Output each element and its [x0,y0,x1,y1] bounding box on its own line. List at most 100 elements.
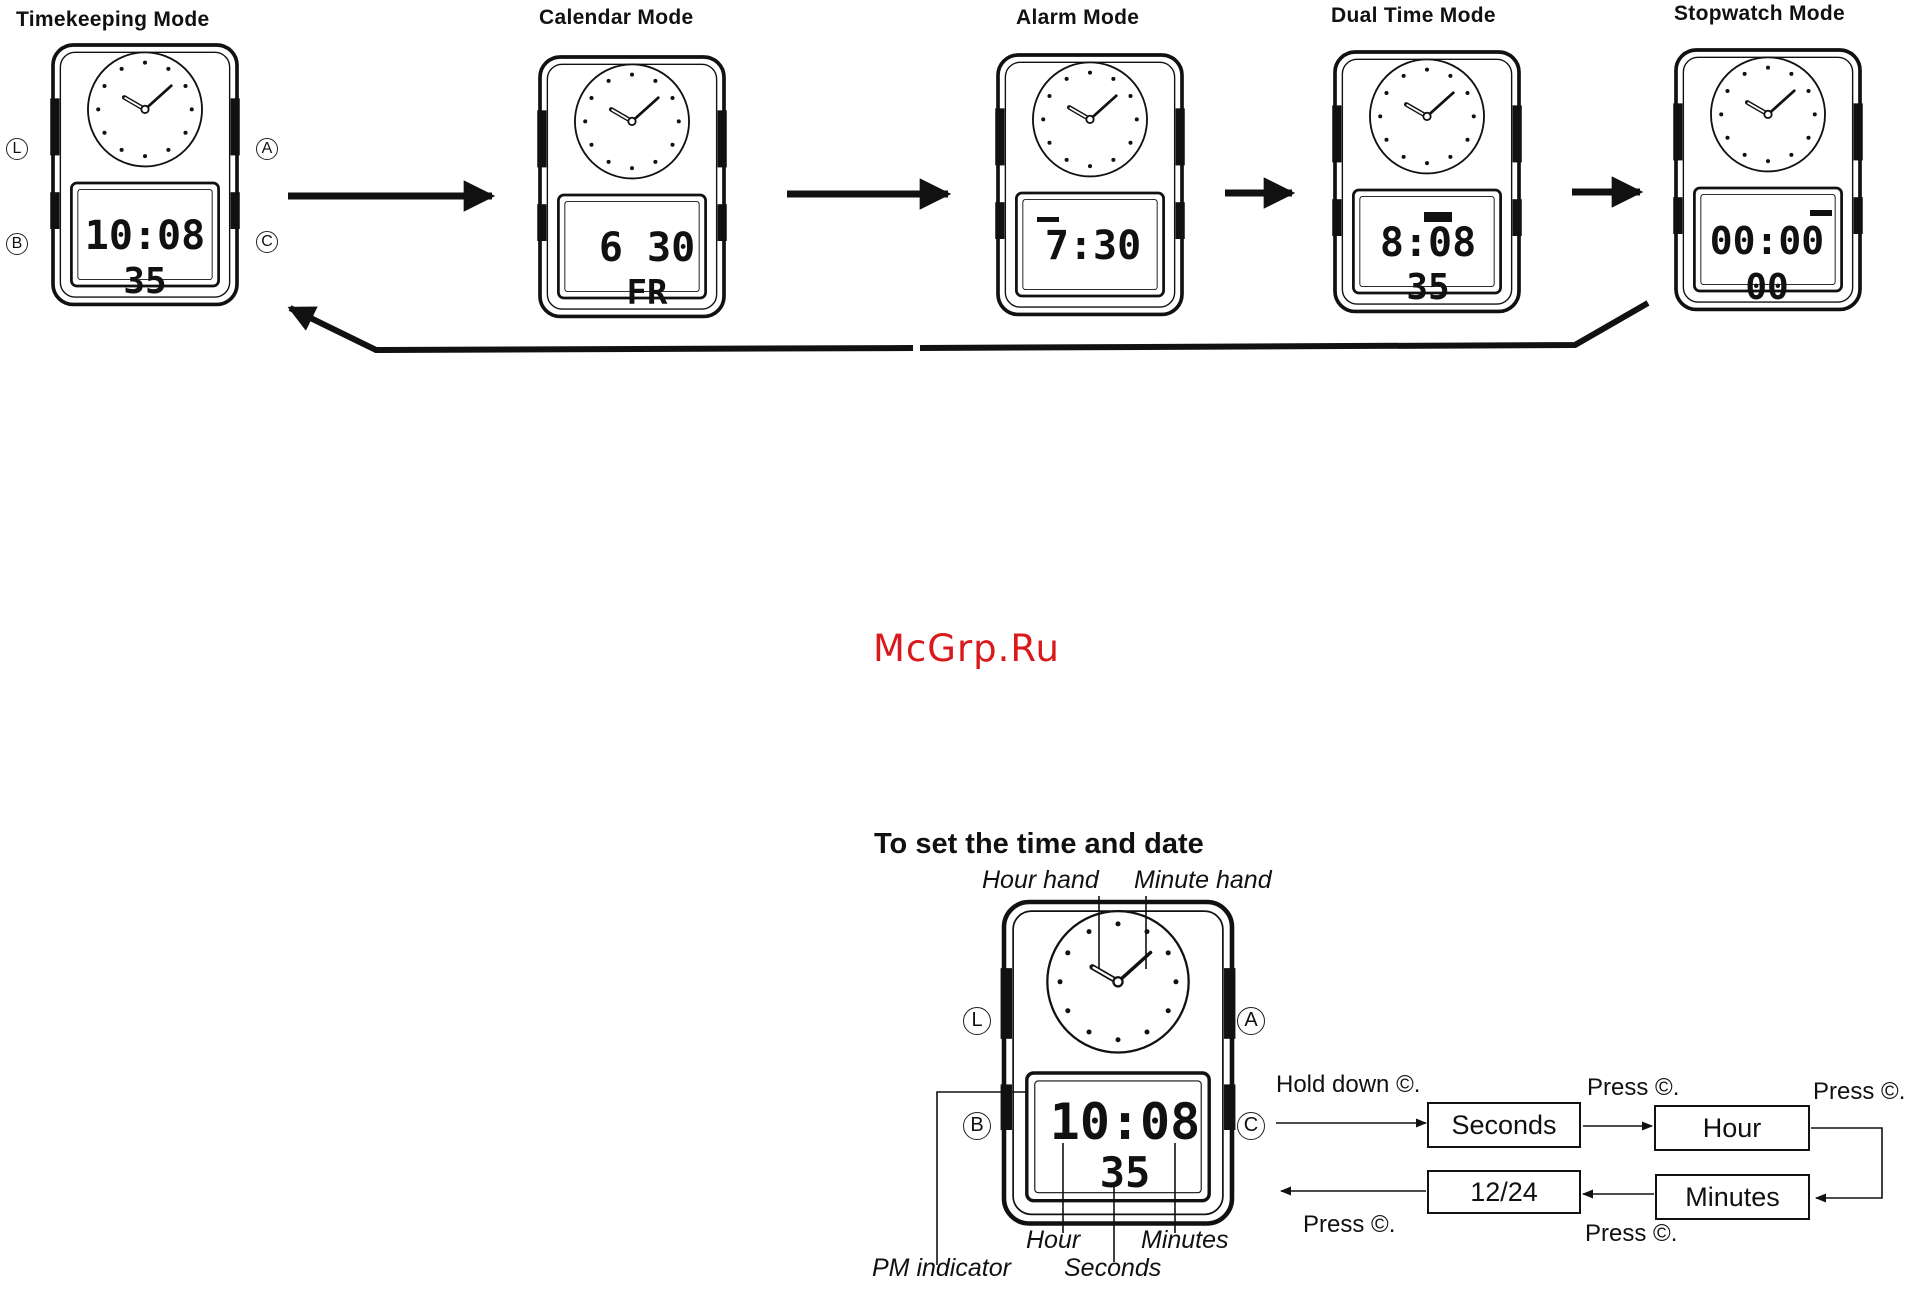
lcd-calendar-day: FR [626,273,668,313]
dual-time-hand-pivot [1422,111,1432,122]
stopwatch-hour-marker [1725,135,1730,140]
flow-note-press-4: Press ©. [1303,1211,1396,1238]
mode-title-alarm: Alarm Mode [1016,6,1140,29]
alarm-hour-marker [1111,76,1116,81]
setting-hour-marker [1165,950,1171,956]
flow-box-minutes: Minutes [1655,1174,1810,1220]
setting-hour-marker [1115,1037,1121,1043]
timekeeping-button-c [230,192,240,229]
setting-hand-pivot [1112,976,1124,988]
stopwatch-hour-marker [1789,152,1794,157]
watermark: McGrp.Ru [873,627,1060,670]
setting-button-a-label: A [1237,1007,1265,1035]
button-c-label: C [256,231,278,253]
stopwatch-button-c [1853,197,1863,234]
setting-button-l-label: L [963,1007,991,1035]
setting-title: To set the time and date [874,828,1204,860]
flow-note-press-2: Press ©. [1813,1078,1906,1105]
alarm-hour-marker [1087,70,1093,75]
callout-hour: Hour [1026,1226,1081,1254]
lcd-dual-seconds: 35 [1406,267,1450,308]
mode-title-calendar: Calendar Mode [539,6,694,29]
timekeeping-hour-marker [189,107,194,112]
stopwatch-hour-marker [1742,71,1747,76]
alarm-indicator-dots [1037,217,1059,222]
timekeeping-hour-marker [166,147,171,152]
setting-minute-hand [1116,950,1153,984]
setting-lcd-inner [1034,1080,1202,1194]
setting-hour-marker [1086,1029,1092,1035]
calendar-hour-marker [670,142,675,147]
flow-note-press-1: Press ©. [1587,1074,1680,1101]
alarm-watch [995,53,1185,317]
alarm-hand-pivot [1085,114,1095,125]
timekeeping-hour-marker [142,154,148,159]
calendar-hour-marker [606,159,611,164]
pm-indicator-leader [936,1091,1028,1265]
alarm-button-a [1175,108,1185,166]
timekeeping-hour-marker [96,107,101,112]
calendar-hour-marker [653,78,658,83]
mode-title-timekeeping: Timekeeping Mode [16,8,210,31]
timekeeping-button-l [50,98,60,156]
timekeeping-hand-pivot [140,104,150,115]
timekeeping-hour-marker [119,66,124,71]
calendar-button-a [717,110,727,168]
mode-arrows [287,176,1650,354]
calendar-button-b [537,204,547,241]
callout-seconds: Seconds [1064,1254,1162,1282]
calendar-watch [537,55,727,319]
setting-callout-lines [936,896,1176,1265]
timekeeping-hour-marker [102,130,107,135]
alarm-hour-marker [1047,140,1052,145]
setting-hour-marker [1057,979,1063,985]
calendar-hour-marker [670,95,675,101]
stopwatch-hour-marker [1806,135,1811,140]
calendar-lcd-window [557,193,707,300]
setting-button-c-label: C [1237,1112,1265,1140]
setting-button-b-label: B [963,1112,991,1140]
lcd-stopwatch-hundredths: 00 [1745,267,1789,308]
lcd-timekeeping-seconds: 35 [123,261,167,302]
setting-lcd-time: 10:08 [1049,1093,1201,1151]
setting-hour-marker [1115,921,1121,927]
setting-lcd-window [1025,1071,1211,1203]
button-l-label: L [6,138,28,160]
timekeeping-lcd-inner [77,188,213,281]
alarm-lcd-inner [1022,198,1158,291]
setting-lcd-seconds: 35 [1099,1148,1151,1197]
lcd-alarm-time: 7:30 [1044,223,1142,269]
calendar-hour-marker [676,119,681,124]
alarm-hour-marker [1041,117,1046,122]
setting-hour-marker [1065,1008,1071,1014]
timekeeping-hour-marker [142,60,148,65]
calendar-hour-marker [589,95,594,101]
calendar-hour-marker [606,78,611,83]
calendar-hour-marker [629,72,635,77]
calendar-hour-marker [589,142,594,147]
stopwatch-hour-marker [1725,88,1730,94]
setting-button-a [1224,968,1236,1039]
flow-box-hour: Hour [1654,1105,1810,1151]
callout-minute-hand: Minute hand [1134,866,1272,894]
mode-title-dual-time: Dual Time Mode [1331,4,1496,27]
alarm-hour-marker [1128,140,1133,145]
stopwatch-lcd-inner [1700,193,1836,286]
timekeeping-minute-hand [143,84,173,111]
dual-time-hour-marker [1424,67,1430,72]
dual-time-hour-marker [1465,137,1470,142]
flow-note-press-3: Press ©. [1585,1220,1678,1247]
dual-time-lcd-window [1352,188,1502,295]
timekeeping-hour-marker [102,83,107,89]
stopwatch-hour-marker [1789,71,1794,76]
timekeeping-lcd-window [70,181,220,288]
calendar-button-l [537,110,547,168]
dual-time-minute-hand [1425,91,1455,118]
callout-minutes: Minutes [1141,1226,1229,1254]
dual-time-button-c [1512,199,1522,236]
mode-title-stopwatch: Stopwatch Mode [1674,2,1846,25]
dual-time-lcd-inner [1359,195,1495,288]
setting-button-l [1000,968,1012,1039]
alarm-hour-marker [1087,164,1093,169]
